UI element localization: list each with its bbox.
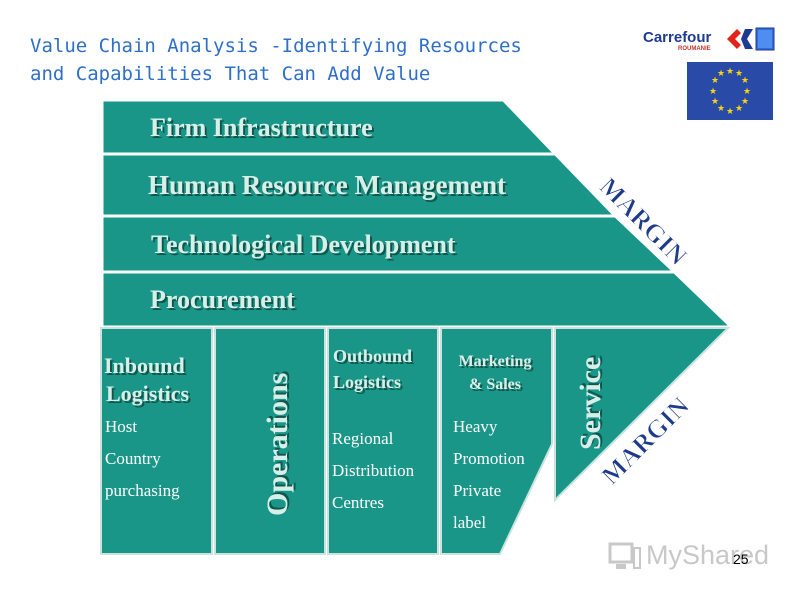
svg-text:★: ★ [726,107,734,117]
carrefour-logo: Carrefour ROUMANIE ★ ★ ★ ★ ★ ★ ★ ★ ★ ★ ★… [640,22,780,122]
svg-text:★: ★ [735,69,743,79]
label-outbound: Outbound [333,346,412,366]
svg-text:★: ★ [711,97,719,107]
eu-flag-icon: ★ ★ ★ ★ ★ ★ ★ ★ ★ ★ ★ ★ [687,62,773,120]
page-number: 25 [733,551,749,567]
marketing-detail-4: label [453,513,486,532]
monitor-icon [608,542,641,569]
primary-column-inbound-logistics [100,327,213,555]
svg-text:★: ★ [709,87,717,97]
svg-text:★: ★ [741,76,749,86]
label-firm-infrastructure: Firm Infrastructure [150,113,373,142]
marketing-detail-3: Private [453,481,501,500]
svg-text:★: ★ [726,67,734,77]
outbound-detail-2: Distribution [332,461,415,480]
marketing-detail-1: Heavy [453,417,498,436]
label-operations: Operations [261,373,294,516]
primary-column-operations [214,327,326,555]
svg-text:★: ★ [735,104,743,114]
carrefour-brand-text: Carrefour [643,29,712,46]
carrefour-sub-text: ROUMANIE [678,46,711,52]
primary-column-outbound-logistics [327,327,439,555]
outbound-detail-3: Centres [332,493,384,512]
marketing-detail-2: Promotion [453,449,525,468]
label-outbound-logistics: Logistics [333,372,401,392]
slide-title-line-1: Value Chain Analysis -Identifying Resour… [30,35,522,57]
label-technological-development: Technological Development [151,230,456,259]
inbound-detail-1: Host [105,417,137,436]
label-marketing: Marketing [459,353,532,370]
label-service: Service [574,357,607,450]
inbound-detail-3: purchasing [105,481,180,500]
svg-text:★: ★ [717,69,725,79]
primary-column-marketing-sales [440,327,553,555]
svg-text:★: ★ [743,87,751,97]
slide-title-line-2: and Capabilities That Can Add Value [30,63,431,85]
myshared-watermark: MyShared [606,538,770,574]
watermark-text: MyShared [646,540,770,570]
eu-stars-icon: ★ ★ ★ ★ ★ ★ ★ ★ ★ ★ ★ ★ [709,67,751,117]
slide-title: Value Chain Analysis -Identifying Resour… [30,32,600,88]
label-and-sales: & Sales [469,376,521,393]
svg-text:★: ★ [741,97,749,107]
label-human-resource-management: Human Resource Management [148,170,506,200]
carrefour-emblem-icon [727,27,775,51]
primary-column-service [554,327,731,503]
svg-text:★: ★ [717,104,725,114]
label-procurement: Procurement [150,285,295,314]
label-inbound: Inbound [104,353,185,378]
label-inbound-logistics: Logistics [106,381,190,406]
svg-text:★: ★ [711,76,719,86]
inbound-detail-2: Country [105,449,161,468]
outbound-detail-1: Regional [332,429,394,448]
